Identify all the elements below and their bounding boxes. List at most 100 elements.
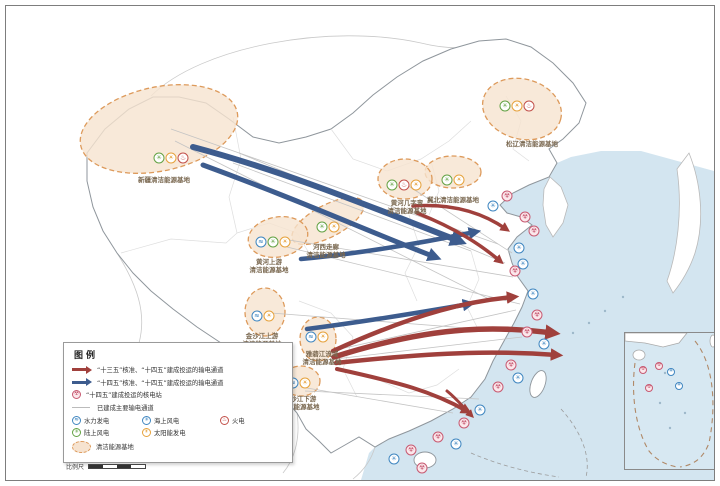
built-line-swatch <box>72 406 90 408</box>
base-label-xinjiang: 新疆清洁能源基地 <box>138 176 190 184</box>
legend: 图例 “十三五”核准、“十四五”建成投运的输电通道 “十四五”核准、“十四五”建… <box>63 342 293 463</box>
taiwan-island <box>529 370 547 398</box>
legend-label: 清洁能源基地 <box>96 444 134 451</box>
base-icons-hexi: ✳ ☀ <box>316 221 340 233</box>
legend-label: “十四五”核准、“十四五”建成投运的输电通道 <box>97 379 224 387</box>
nuclear-icon: ☢ <box>72 390 81 399</box>
offshore-wind-icon: ✳ <box>513 235 525 254</box>
base-icons-jibei: ✳ ☀ <box>441 174 465 186</box>
solar-icon: ☀ <box>279 236 291 248</box>
blue-arrow-swatch <box>72 378 92 386</box>
maritime-dashed-line <box>470 408 588 478</box>
nuclear-plant-icon: ☢ <box>416 455 428 474</box>
onshore-wind-icon: ✳ <box>441 174 453 186</box>
legend-row-red-channel: “十三五”核准、“十四五”建成投运的输电通道 <box>72 365 284 374</box>
solar-icon: ☀ <box>142 428 151 437</box>
nuclear-plant-icon: ☢ <box>528 218 540 237</box>
island-chain <box>571 295 625 335</box>
map-frame: 新疆清洁能源基地 松辽清洁能源基地 冀北清洁能源基地 黄河几字弯清洁能源基地 河… <box>5 5 715 481</box>
inset-mainland <box>625 333 688 348</box>
offshore-wind-icon: ✳ <box>512 365 524 384</box>
legend-type-solar: ☀ 太阳能发电 <box>142 428 220 437</box>
legend-type-hydro: ≈ 水力发电 <box>72 415 142 425</box>
offshore-wind-icon: ✳ <box>487 193 499 212</box>
red-transmission-channels <box>330 203 564 418</box>
base-label-jibei: 冀北清洁能源基地 <box>427 196 479 204</box>
solar-icon: ☀ <box>328 221 340 233</box>
korea-landmass <box>542 176 569 238</box>
nuclear-plant-icon: ☢ <box>492 374 504 393</box>
legend-type-onshore-wind: ✳ 陆上风电 <box>72 428 142 437</box>
offshore-wind-icon: ✳ <box>517 251 529 270</box>
base-icons-jiziwan: ✳ ♨ ☀ <box>386 179 422 191</box>
base-label-yalong: 雅砻江流域清洁能源基地 <box>302 350 342 366</box>
nuclear-plant-icon: ☢ <box>432 424 444 443</box>
legend-label: 已建成主要输电通道 <box>97 404 154 412</box>
solar-icon: ☀ <box>511 100 523 112</box>
scale-bar-graphic <box>88 464 147 469</box>
nuclear-plant-icon: ☢ <box>458 410 470 429</box>
nuclear-plant-icon: ☢ <box>655 362 663 370</box>
legend-row-blue-channel: “十四五”核准、“十四五”建成投运的输电通道 <box>72 378 284 387</box>
base-label-songliao: 松辽清洁能源基地 <box>506 140 558 148</box>
scale-bar: 比例尺 <box>66 462 147 471</box>
inset-nine-dash-line <box>633 340 714 468</box>
scale-label: 比例尺 <box>66 464 85 471</box>
legend-power-types: ≈ 水力发电 ✳ 海上风电 ♨ 火电 ✳ 陆上风电 ☀ 太阳能发电 <box>72 415 284 437</box>
nuclear-plant-icon: ☢ <box>405 437 417 456</box>
legend-type-offshore-wind: ✳ 海上风电 <box>142 415 220 425</box>
onshore-wind-icon: ✳ <box>72 428 81 437</box>
legend-row-built-line: 已建成主要输电通道 <box>72 403 284 412</box>
nuclear-plant-icon: ☢ <box>639 366 647 374</box>
base-label-huanghe-upstream: 黄河上游清洁能源基地 <box>249 258 289 274</box>
solar-icon: ☀ <box>317 331 329 343</box>
base-icons-xinjiang: ✳ ☀ ♨ <box>153 152 189 164</box>
legend-label: “十四五”建成投运的核电站 <box>86 392 162 399</box>
hydro-icon: ≈ <box>251 310 263 322</box>
japan-landmass <box>666 152 702 294</box>
nuclear-plant-icon: ☢ <box>531 302 543 321</box>
offshore-wind-icon: ✳ <box>474 397 486 416</box>
thermal-icon: ♨ <box>523 100 535 112</box>
solar-icon: ☀ <box>453 174 465 186</box>
legend-type-thermal: ♨ 火电 <box>220 415 282 425</box>
onshore-wind-icon: ✳ <box>153 152 165 164</box>
solar-icon: ☀ <box>263 310 275 322</box>
inset-map-south-china-sea: ☢ ☢ ☢ ✳ ✳ <box>624 332 714 470</box>
nuclear-plant-icon: ☢ <box>645 384 653 392</box>
thermal-icon: ♨ <box>220 415 229 425</box>
offshore-wind-icon: ✳ <box>142 415 151 425</box>
nuclear-plant-icon: ☢ <box>509 258 521 277</box>
solar-icon: ☀ <box>299 377 311 389</box>
nuclear-plant-icon: ☢ <box>519 204 531 223</box>
onshore-wind-icon: ✳ <box>316 221 328 233</box>
nuclear-plant-icon: ☢ <box>505 352 517 371</box>
onshore-wind-icon: ✳ <box>386 179 398 191</box>
offshore-wind-icon: ✳ <box>527 281 539 300</box>
onshore-wind-icon: ✳ <box>499 100 511 112</box>
onshore-wind-icon: ✳ <box>267 236 279 248</box>
hydro-icon: ≈ <box>255 236 267 248</box>
base-label-jinsha-downstream: 金沙江下游清洁能源基地 <box>280 395 320 411</box>
red-arrow-swatch <box>72 365 92 374</box>
offshore-wind-icon: ✳ <box>450 431 462 450</box>
thermal-icon: ♨ <box>398 179 410 191</box>
solar-icon: ☀ <box>410 179 422 191</box>
nuclear-plant-icon: ☢ <box>521 319 533 338</box>
hydro-icon: ≈ <box>305 331 317 343</box>
inset-basemap <box>625 333 714 468</box>
legend-row-energy-base: 清洁能源基地 <box>72 440 284 453</box>
offshore-wind-icon: ✳ <box>667 368 675 376</box>
solar-icon: ☀ <box>165 152 177 164</box>
nuclear-plant-icon: ☢ <box>501 183 513 202</box>
inset-taiwan <box>709 334 714 348</box>
offshore-wind-icon: ✳ <box>388 446 400 465</box>
energy-base-swatch <box>72 440 91 453</box>
offshore-wind-icon: ✳ <box>538 331 550 350</box>
hydro-icon: ≈ <box>72 415 81 425</box>
base-icons-jinsha-upstream: ≈ ☀ <box>251 310 275 322</box>
base-label-jiziwan: 黄河几字弯清洁能源基地 <box>387 199 427 215</box>
base-icons-songliao: ✳ ☀ ♨ <box>499 100 535 112</box>
legend-label: “十三五”核准、“十四五”建成投运的输电通道 <box>97 367 224 374</box>
